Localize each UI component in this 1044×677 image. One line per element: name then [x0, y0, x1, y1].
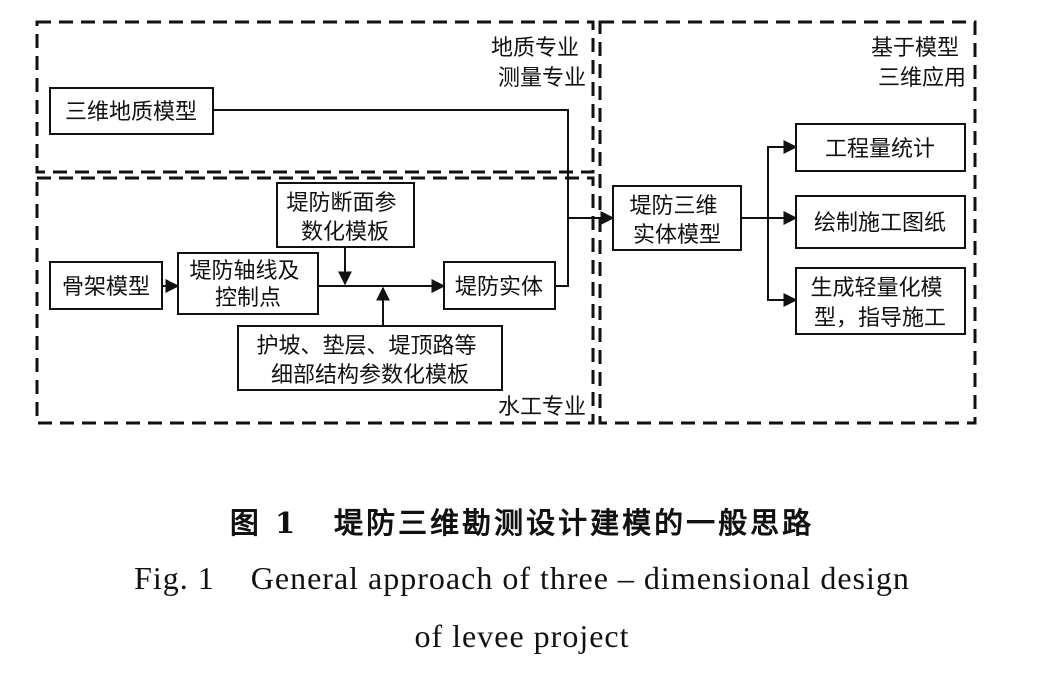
caption-en-label: Fig. 1: [134, 560, 215, 596]
hydraulic-zone-border: [35, 176, 595, 425]
section-template-node: 堤防断面参 数化模板: [276, 182, 415, 248]
svg-text:骨架模型: 骨架模型: [62, 275, 150, 300]
caption-chinese: 图 1 堤防三维勘测设计建模的一般思路: [0, 500, 1044, 542]
solid-to-quantity-arrow: [741, 140, 798, 219]
caption-english-line2: of levee project: [0, 618, 1044, 655]
svg-text:三维地质模型: 三维地质模型: [65, 100, 197, 125]
drawing-node: 绘制施工图纸: [795, 195, 966, 249]
geology-zone-label: 地质专业 测量专业: [491, 36, 586, 91]
svg-text:护坡、垫层、堤顶路等 细部结构参数化模板: 护坡、垫层、堤顶路等 细部结构参数化模板: [256, 334, 483, 388]
quantity-node: 工程量统计: [795, 123, 966, 172]
skeleton-model-node: 骨架模型: [49, 261, 163, 310]
svg-text:工程量统计: 工程量统计: [825, 137, 935, 162]
svg-text:堤防实体: 堤防实体: [455, 275, 543, 300]
axis-control-node: 堤防轴线及 控制点: [177, 252, 319, 315]
application-zone-label: 基于模型 三维应用: [871, 36, 966, 91]
detail-template-node: 护坡、垫层、堤顶路等 细部结构参数化模板: [237, 325, 503, 391]
svg-text:生成轻量化模 型，指导施工: 生成轻量化模 型，指导施工: [810, 276, 949, 331]
caption-en-title-line1: General approach of three – dimensional …: [250, 560, 910, 596]
lightweight-node: 生成轻量化模 型，指导施工: [795, 267, 966, 335]
caption-en-title-line2: of levee project: [414, 618, 630, 654]
levee-to-solid-connector: [555, 218, 569, 287]
svg-text:堤防轴线及 控制点: 堤防轴线及 控制点: [189, 259, 306, 311]
hydraulic-zone-label: 水工专业: [498, 395, 586, 420]
solid-model-node: 堤防三维 实体模型: [612, 185, 742, 251]
geo-to-solid-connector: [213, 109, 569, 218]
svg-text:绘制施工图纸: 绘制施工图纸: [814, 211, 946, 236]
geo-model-node: 三维地质模型: [49, 87, 214, 135]
svg-text:堤防断面参 数化模板: 堤防断面参 数化模板: [286, 191, 403, 245]
solid-to-lightweight-arrow: [767, 218, 798, 307]
svg-text:堤防三维 实体模型: 堤防三维 实体模型: [629, 194, 724, 248]
caption-cn-label: 图 1: [229, 506, 299, 540]
caption-cn-title: 堤防三维勘测设计建模的一般思路: [334, 506, 815, 540]
geology-zone-border: [35, 20, 595, 174]
caption-english-line1: Fig. 1 General approach of three – dimens…: [0, 560, 1044, 597]
flow-diagram: 地质专业 测量专业 基于模型 三维应用 水工专业 三维地质模型 堤防断面参 数化…: [35, 20, 977, 425]
application-zone-border: [598, 20, 977, 425]
levee-body-node: 堤防实体: [443, 261, 556, 310]
